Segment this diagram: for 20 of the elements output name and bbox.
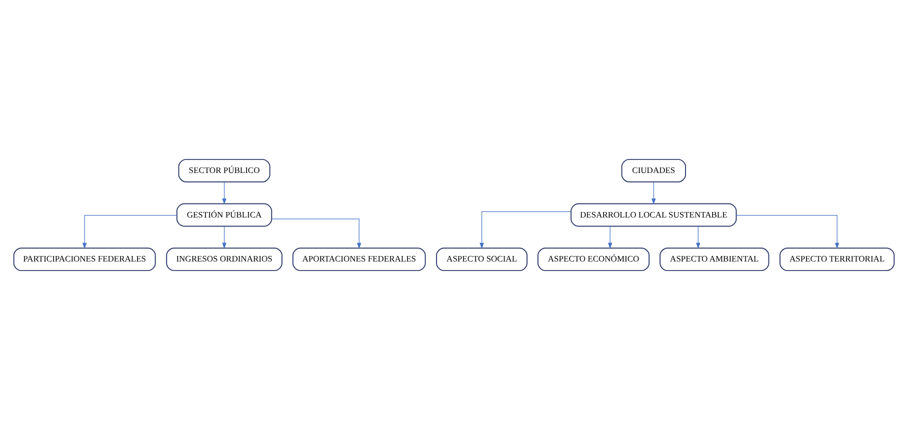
node-box: ASPECTO SOCIAL — [436, 247, 528, 271]
node-box: ASPECTO ECONÓMICO — [537, 247, 650, 271]
arrow — [82, 214, 178, 248]
node-box: ASPECTO TERRITORIAL — [780, 247, 895, 271]
arrow — [272, 218, 362, 248]
arrow — [222, 226, 226, 248]
node-box: CIUDADES — [621, 158, 686, 182]
arrow — [696, 226, 700, 248]
arrow — [736, 214, 840, 248]
node-box: PARTICIPACIONES FEDERALES — [13, 247, 156, 271]
arrow — [222, 181, 226, 204]
node-box: ASPECTO AMBIENTAL — [660, 247, 770, 271]
arrow — [652, 181, 656, 204]
arrow — [608, 226, 612, 248]
node-box: APORTACIONES FEDERALES — [292, 247, 426, 271]
node-box: DESARROLLO LOCAL SUSTENTABLE — [570, 202, 737, 226]
node-box: INGRESOS ORDINARIOS — [166, 247, 282, 271]
arrow — [480, 210, 572, 248]
node-box: SECTOR PÚBLICO — [178, 158, 270, 182]
node-box: GESTIÓN PÚBLICA — [176, 202, 272, 226]
